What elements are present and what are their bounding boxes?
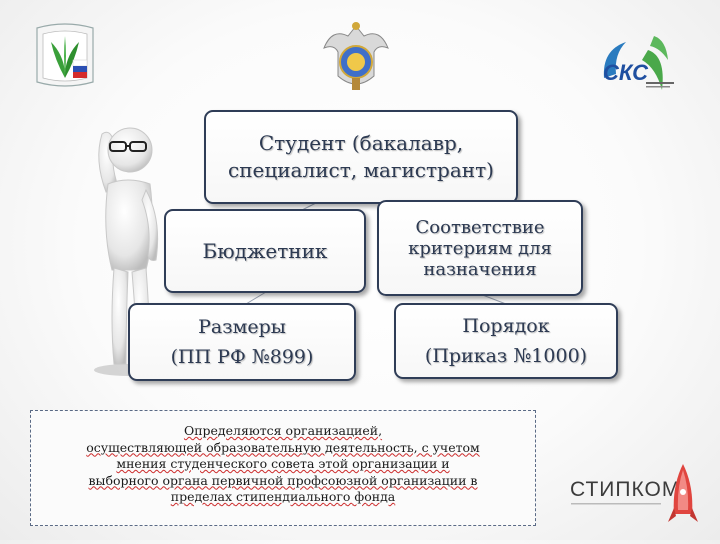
root-line-1: Студент (бакалавр, <box>258 131 464 155</box>
sizes-line-2: (ПП РФ №899) <box>170 346 314 368</box>
stipkom-logo-subtext <box>571 502 661 507</box>
order-line-1: Порядок <box>462 315 550 337</box>
root-line-2: специалист, магистрант) <box>228 158 494 182</box>
criteria-box: Соответствие критериям для назначения <box>377 200 583 296</box>
note-box: Определяются организацией, осуществляюще… <box>30 410 536 526</box>
order-line-2: (Приказ №1000) <box>424 345 588 367</box>
criteria-line-2: критериям для <box>408 237 552 259</box>
budget-label: Бюджетник <box>202 239 328 263</box>
sks-logo-swoosh <box>596 30 678 100</box>
note-line-4: выборного органа первичной профсоюзной о… <box>88 472 478 488</box>
note-line-1: Определяются организацией, <box>183 423 383 438</box>
union-logo <box>33 20 97 100</box>
order-box: Порядок (Приказ №1000) <box>394 303 618 379</box>
criteria-line-3: назначения <box>423 258 537 280</box>
ministry-emblem <box>318 18 394 98</box>
stipkom-logo-text: СТИПКОМ <box>570 478 681 501</box>
criteria-line-1: Соответствие <box>415 216 545 238</box>
stipkom-rocket-icon <box>668 462 698 526</box>
student-root-box: Студент (бакалавр, специалист, магистран… <box>204 110 518 204</box>
note-line-3: мнения студенческого совета этой организ… <box>116 456 450 471</box>
sizes-box: Размеры (ПП РФ №899) <box>128 303 356 381</box>
sizes-line-1: Размеры <box>198 316 286 338</box>
note-line-5: пределах стипендиального фонда <box>170 489 396 504</box>
sks-logo-text: СКС <box>603 60 649 85</box>
budget-student-box: Бюджетник <box>164 209 366 293</box>
note-line-2: осуществляющей образовательную деятельно… <box>86 439 480 455</box>
